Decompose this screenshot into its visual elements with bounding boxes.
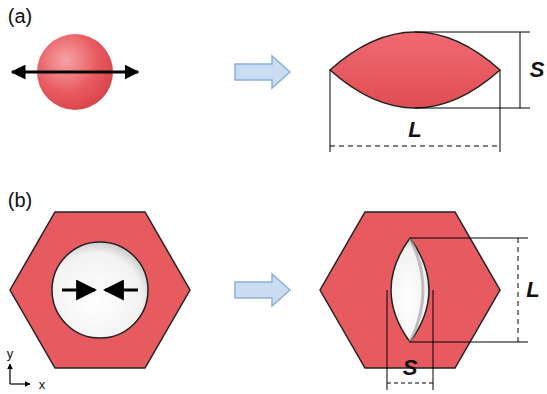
dimension-label: L: [408, 119, 421, 141]
panel-label: (b): [8, 190, 32, 210]
stretch-arrows: [12, 71, 138, 74]
dimension-line: [415, 108, 530, 109]
dimension-line: [330, 146, 500, 147]
ellipsoid: [330, 32, 500, 108]
compress-arrow: [62, 289, 95, 292]
hexagon: [10, 212, 190, 368]
dimension-line: [518, 238, 519, 342]
axis: [9, 364, 10, 384]
dimension-label: S: [530, 59, 545, 81]
dimension-line: [410, 342, 528, 343]
dimension-label: L: [526, 279, 539, 301]
transition-arrow: [235, 56, 290, 88]
dimension-line: [500, 70, 501, 152]
dimension-line: [415, 32, 530, 33]
dimension-line: [410, 238, 528, 239]
slit-pore: [391, 238, 429, 342]
dimension-line: [520, 32, 521, 108]
dimension-line: [330, 70, 331, 152]
axis-label: x: [39, 378, 46, 391]
hexagon: [320, 212, 500, 368]
transition-arrow: [235, 274, 290, 306]
pore: [52, 242, 148, 338]
dimension-line: [387, 383, 433, 384]
compress-arrow: [105, 289, 138, 292]
axis-label: y: [7, 347, 14, 360]
dimension-label: S: [403, 357, 418, 379]
panel-label: (a): [8, 6, 32, 26]
dimension-line: [387, 290, 388, 390]
dimension-line: [433, 290, 434, 390]
axis: [10, 383, 30, 384]
pore-shade: [410, 238, 423, 342]
